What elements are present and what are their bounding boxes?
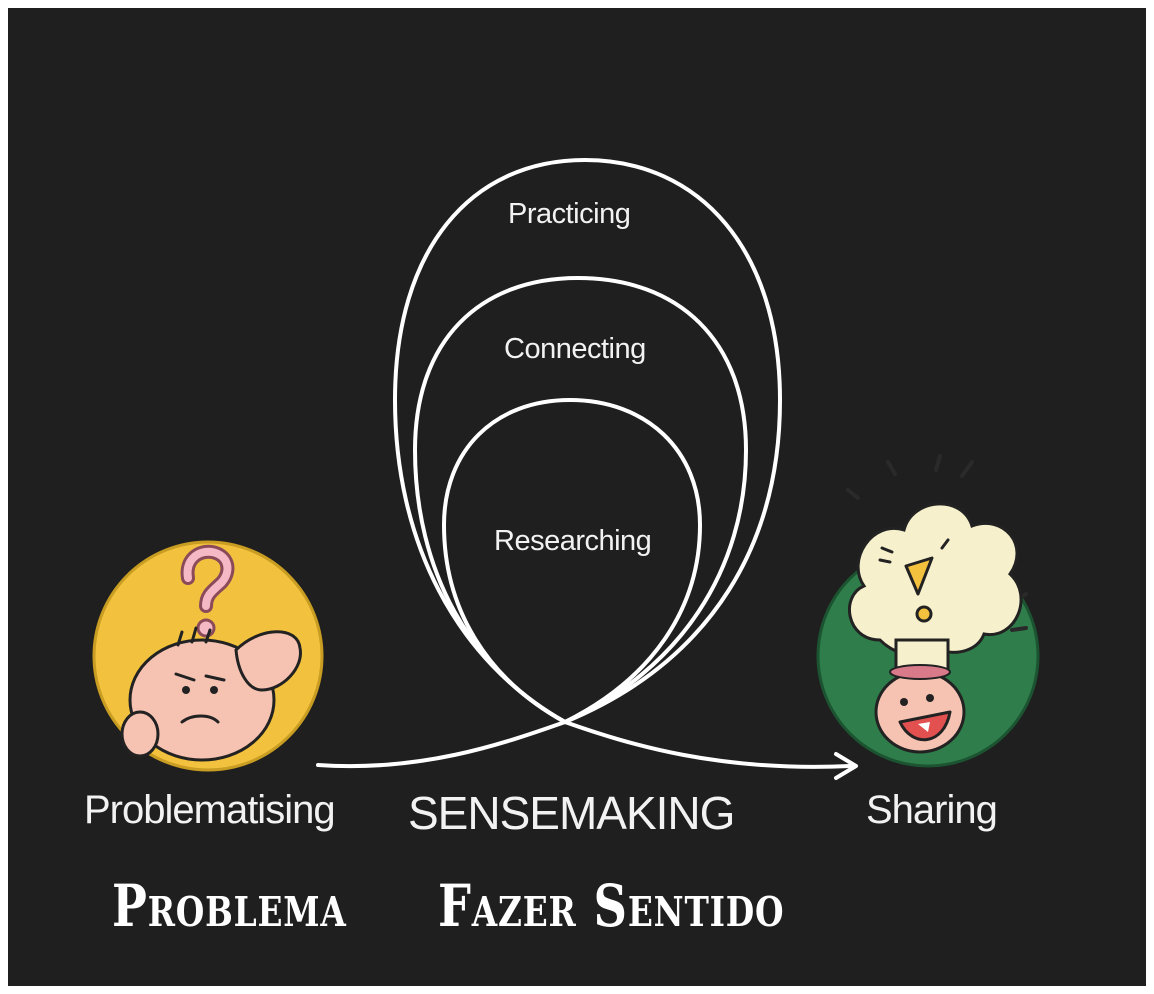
inner-loop-label: Researching bbox=[494, 525, 652, 557]
lightbulb-head-icon bbox=[816, 454, 1040, 768]
middle-loop-label: Connecting bbox=[504, 333, 646, 365]
outer-loop bbox=[392, 157, 783, 724]
inner-loop bbox=[441, 397, 703, 724]
problema-label: Problema bbox=[112, 872, 347, 940]
arrow-head-icon bbox=[834, 752, 858, 780]
confused-person-icon bbox=[92, 540, 324, 772]
outer-loop-label: Practicing bbox=[508, 198, 631, 230]
sensemaking-label: SENSEMAKING bbox=[408, 787, 735, 839]
fazer-sentido-label: Fazer Sentido bbox=[438, 872, 785, 940]
diagram-background bbox=[8, 8, 1146, 986]
middle-loop bbox=[412, 275, 749, 724]
sharing-label: Sharing bbox=[866, 788, 998, 832]
flow-line bbox=[316, 719, 852, 769]
problematising-label: Problematising bbox=[84, 788, 336, 832]
